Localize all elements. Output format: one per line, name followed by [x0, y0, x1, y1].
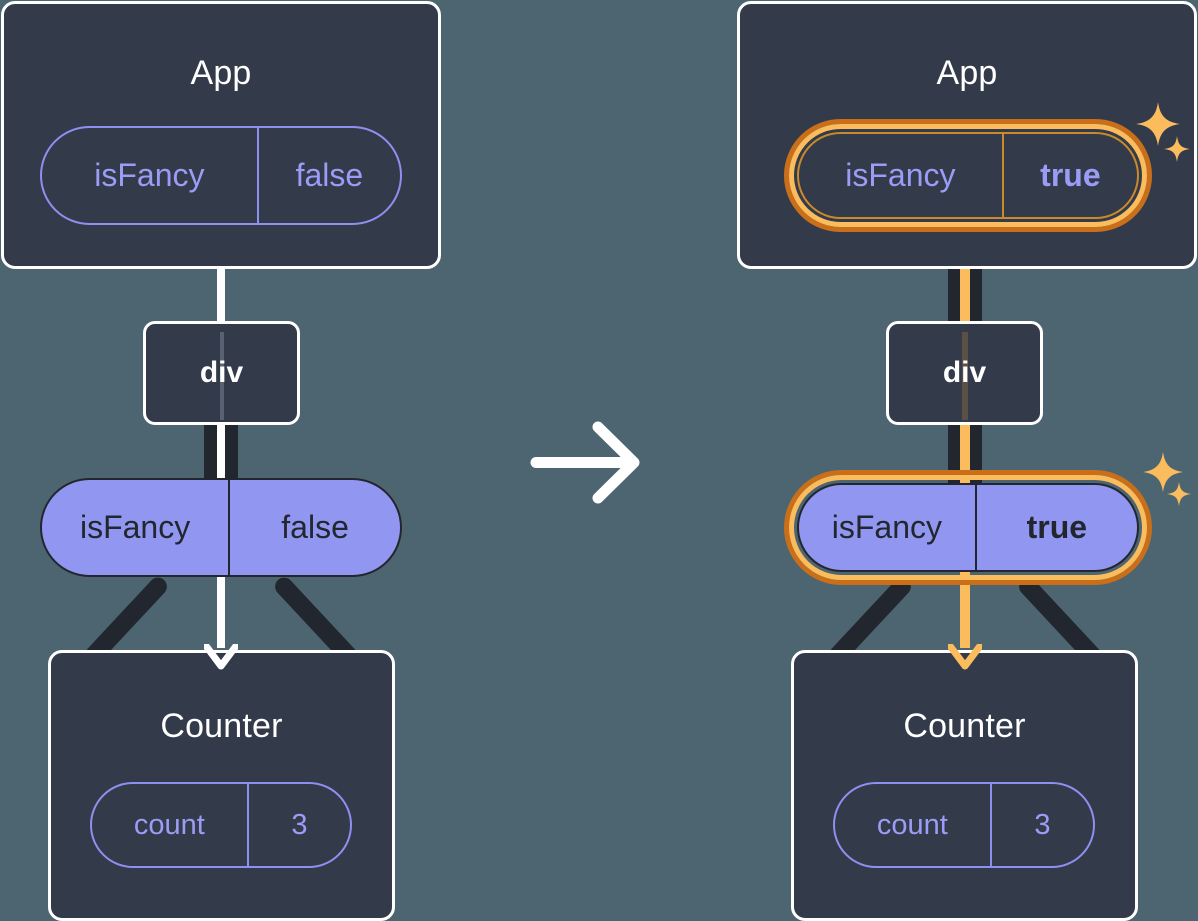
counter-state-pill-left[interactable]: count 3: [90, 782, 352, 868]
state-value-right-app: true: [1001, 134, 1137, 217]
sparkles-prop-right: [1135, 450, 1198, 532]
app-state-pill-left[interactable]: isFancy false: [40, 126, 402, 225]
counter-key-right: count: [876, 808, 948, 841]
transition-arrow: [528, 415, 648, 510]
app-title-right: App: [936, 54, 998, 92]
state-key-left-app: isFancy: [94, 157, 205, 193]
div-box-left: div: [143, 321, 300, 425]
div-passthrough-line-left: [219, 332, 224, 420]
arrowhead-left: [204, 644, 238, 670]
div-label-left: div: [199, 356, 244, 389]
sparkle-large-icon: [1142, 451, 1184, 493]
state-value-left-app: false: [256, 128, 400, 223]
connector-div-to-prop-right: [948, 422, 982, 488]
prop-key-right: isFancy: [831, 509, 942, 545]
prop-pill-left[interactable]: isFancy false: [40, 478, 402, 577]
sparkle-small-icon: [1164, 136, 1190, 162]
connector-app-to-div-left: [217, 262, 225, 324]
app-state-pill-right[interactable]: isFancy true: [797, 132, 1139, 219]
div-box-right: div: [886, 321, 1043, 425]
prop-value-right: true: [974, 485, 1137, 570]
counter-value-right: 3: [989, 784, 1093, 866]
div-label-right: div: [942, 356, 987, 389]
sparkle-small-icon: [1166, 481, 1192, 507]
counter-state-pill-right[interactable]: count 3: [833, 782, 1095, 868]
counter-title-right: Counter: [903, 707, 1026, 745]
prop-key-left: isFancy: [79, 509, 191, 545]
div-passthrough-line-right: [961, 332, 968, 420]
prop-pill-right[interactable]: isFancy true: [797, 483, 1139, 572]
state-key-right-app: isFancy: [845, 157, 956, 193]
sparkles-app-right: [1128, 100, 1198, 182]
counter-title-left: Counter: [160, 707, 283, 745]
arrowhead-right: [948, 644, 982, 670]
prop-flow-arrow-left: [204, 570, 238, 670]
prop-flow-arrow-right: [948, 570, 982, 670]
counter-value-left: 3: [246, 784, 350, 866]
counter-key-left: count: [133, 808, 205, 841]
sparkle-large-icon: [1136, 102, 1180, 146]
app-title-left: App: [190, 54, 252, 92]
prop-value-left: false: [228, 480, 400, 575]
connector-div-to-prop-left: [204, 422, 238, 488]
